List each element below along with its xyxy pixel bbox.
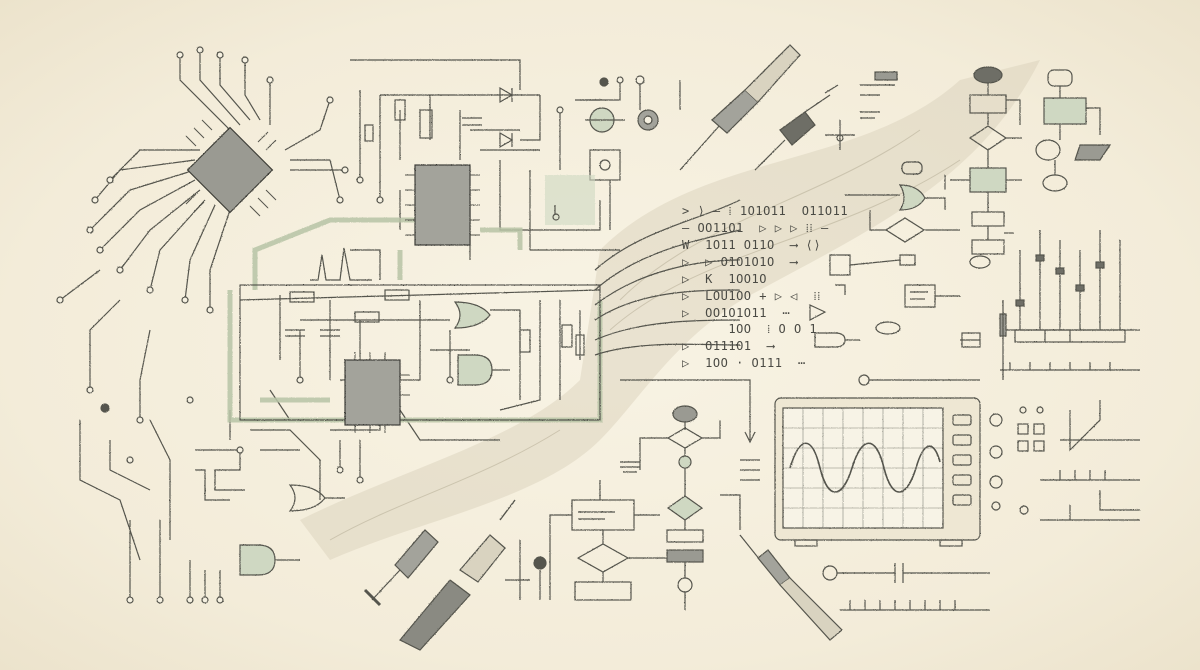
flowchart-mid bbox=[845, 161, 960, 243]
signal-lines bbox=[594, 199, 760, 481]
control-knobs bbox=[989, 400, 1140, 521]
soldering-iron-bottom bbox=[363, 529, 439, 607]
ic-chip-bottom bbox=[344, 352, 410, 433]
probe-icon bbox=[754, 84, 839, 171]
capacitor-icon bbox=[285, 117, 482, 337]
ic-chip-top bbox=[405, 164, 480, 246]
flowchart-bottom bbox=[505, 405, 741, 610]
binary-line: ▷ ▷ O1O1O1O ⟶ bbox=[682, 255, 798, 269]
binary-line: ▷ K 1OO1O bbox=[682, 272, 767, 286]
binary-line: ▷ LOU1OO + ▷ ◁ ⁞⁞ bbox=[682, 289, 821, 303]
binary-line: W 1O11 O11O ⟶ ⟨⟩ bbox=[682, 238, 822, 252]
oscilloscope-icon bbox=[774, 397, 981, 547]
led-component bbox=[545, 80, 681, 225]
small-gates bbox=[809, 254, 981, 386]
level-meters bbox=[999, 230, 1140, 380]
shaded-band bbox=[300, 60, 1040, 560]
soldering-iron-icon bbox=[679, 44, 801, 171]
soldering-pen-right bbox=[739, 534, 843, 641]
board-outline bbox=[239, 284, 601, 421]
pcb-traces bbox=[59, 50, 345, 600]
flowchart-icon bbox=[825, 66, 1112, 269]
sine-trace bbox=[789, 442, 941, 493]
center-vias bbox=[296, 75, 645, 484]
microchip-icon bbox=[185, 119, 277, 217]
pcb-vias bbox=[56, 46, 349, 604]
binary-stream: > ⟩ ‒ ⁞ 1O1O11 O11O11 ‒ OO11O1 ▷ ▷ ▷ ⁞⁞ … bbox=[682, 204, 852, 374]
pulse-waveform bbox=[310, 247, 372, 281]
binary-line: ▷ OO1O1O11 ⋯ bbox=[682, 306, 791, 320]
diode-icon bbox=[499, 86, 514, 149]
binary-line: 1OO ⁞ O O 1 bbox=[682, 322, 818, 336]
binary-line: > ⟩ ‒ ⁞ 1O1O11 O11O11 bbox=[682, 204, 849, 218]
binary-line: ‒ OO11O1 ▷ ▷ ▷ ⁞⁞ ‒ bbox=[682, 221, 829, 235]
binary-line: ▷ O111O1 ⟶ bbox=[682, 339, 775, 353]
logic-gate-icon bbox=[239, 301, 493, 576]
resistor-icon bbox=[289, 99, 585, 356]
bottom-right-parts bbox=[822, 563, 990, 611]
binary-line: ▷ 1OO · O111 ⋯ bbox=[682, 356, 806, 370]
probe-bottom bbox=[399, 499, 516, 651]
